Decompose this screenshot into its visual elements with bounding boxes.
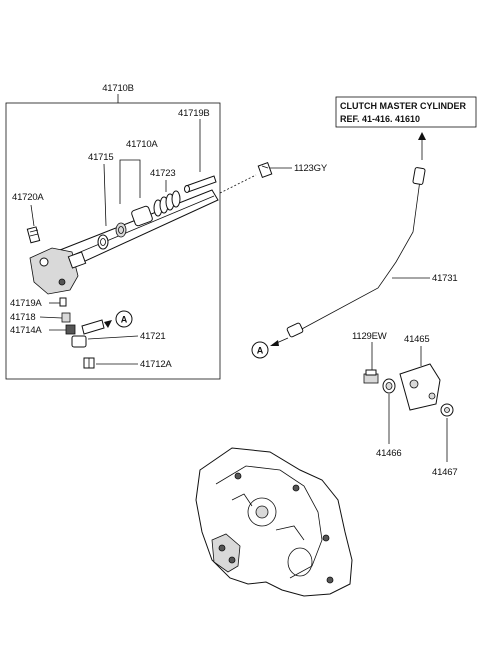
bolt-1129EW [363,369,379,384]
pushrod-41719B [184,175,217,193]
label-41719B: 41719B [178,108,210,119]
label-1123GY: 1123GY [294,163,328,174]
transaxle-housing [195,447,353,597]
label-41465: 41465 [404,334,429,345]
marker-A-right [251,341,269,359]
label-41467: 41467 [432,467,457,478]
label-41721: 41721 [140,331,165,342]
fitting-41721 [71,335,87,348]
pin-41719A [59,297,67,307]
label-41723: 41723 [150,168,175,179]
arrow-to-A-right [270,337,289,346]
label-41712A: 41712A [140,359,172,370]
marker-A-left [115,310,133,328]
seal-41715 [97,234,109,250]
label-41715: 41715 [88,152,113,163]
label-41720A: 41720A [12,192,44,203]
label-41714A: 41714A [10,325,42,336]
label-41731: 41731 [432,273,457,284]
piston-41710A [131,205,153,227]
grommet-41467 [440,403,454,417]
boot-41714A [65,324,76,335]
mounted-slave-cylinder [211,533,241,573]
ref-line-1: CLUTCH MASTER CYLINDER [340,101,466,111]
label-41710B: 41710B [102,83,134,94]
hose-arrow-to-A [81,319,112,335]
clutch-pipe-41731 [286,167,426,338]
cup-41710A [115,222,127,238]
reference-box [335,96,477,128]
label-41466: 41466 [376,448,401,459]
bracket-41465 [399,363,441,411]
label-41710A: 41710A [126,139,158,150]
spring-41723 [153,190,181,217]
label-41718: 41718 [10,312,35,323]
label-41719A: 41719A [10,298,42,309]
arrow-up-to-reference [418,132,426,160]
bolt-1123GY [257,162,273,178]
svg-text:A: A [121,315,128,325]
clip-41718 [61,312,71,323]
bushing-41466 [382,378,396,394]
bolt-41712A [83,357,95,369]
svg-text:A: A [257,346,264,356]
slave-cylinder-body [29,189,219,295]
bleeder-screw-41720A [26,226,41,244]
ref-line-2: REF. 41-416. 41610 [340,114,420,124]
label-1129EW: 1129EW [352,331,387,342]
assembly-group-frame [5,102,221,380]
